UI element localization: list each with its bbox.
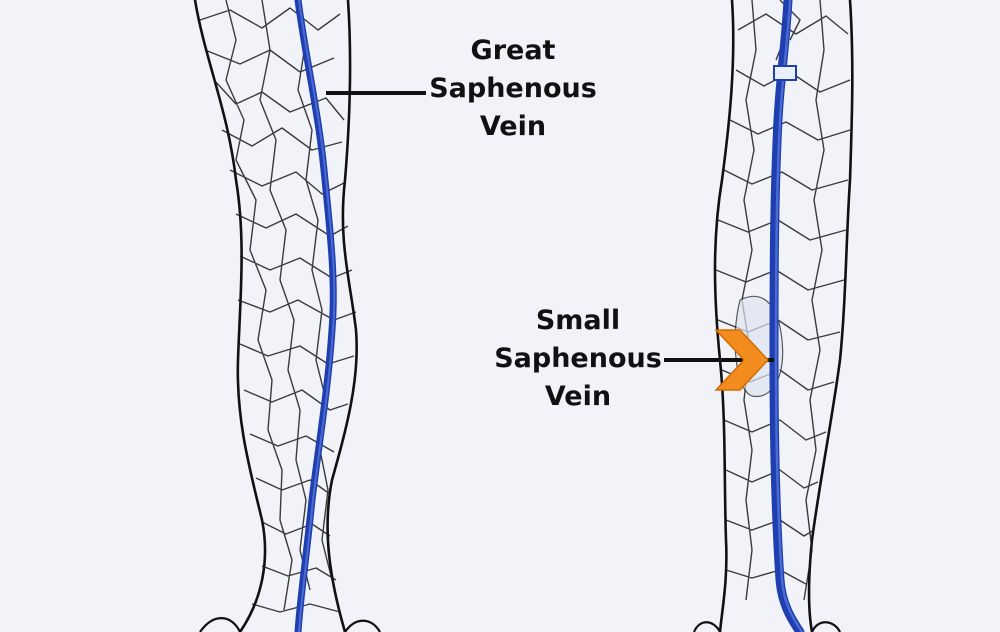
right-leg-foot [692,621,841,632]
left-leg [193,0,381,632]
great-saphenous-vein-highlight [298,0,336,632]
great-label-line-3: Vein [479,111,547,142]
small-saphenous-vein-label: Small Saphenous Vein [478,302,678,416]
left-leg-outline [193,0,358,632]
great-saphenous-vein-label: Great Saphenous Vein [413,32,613,146]
left-leg-foot [199,617,381,632]
right-leg [692,0,854,632]
great-label-line-1: Great [470,35,556,66]
great-label-line-2: Saphenous [429,73,597,104]
small-label-line-1: Small [535,305,621,336]
left-leg-network [199,0,357,613]
right-leg-outline [713,0,854,632]
small-label-line-2: Saphenous [494,343,662,374]
chevron-arrow-icon [714,329,770,391]
saphenous-junction-marker [773,65,797,81]
small-label-line-3: Vein [544,381,612,412]
small-saphenous-vein [769,0,805,632]
small-saphenous-vein-highlight [774,0,804,632]
